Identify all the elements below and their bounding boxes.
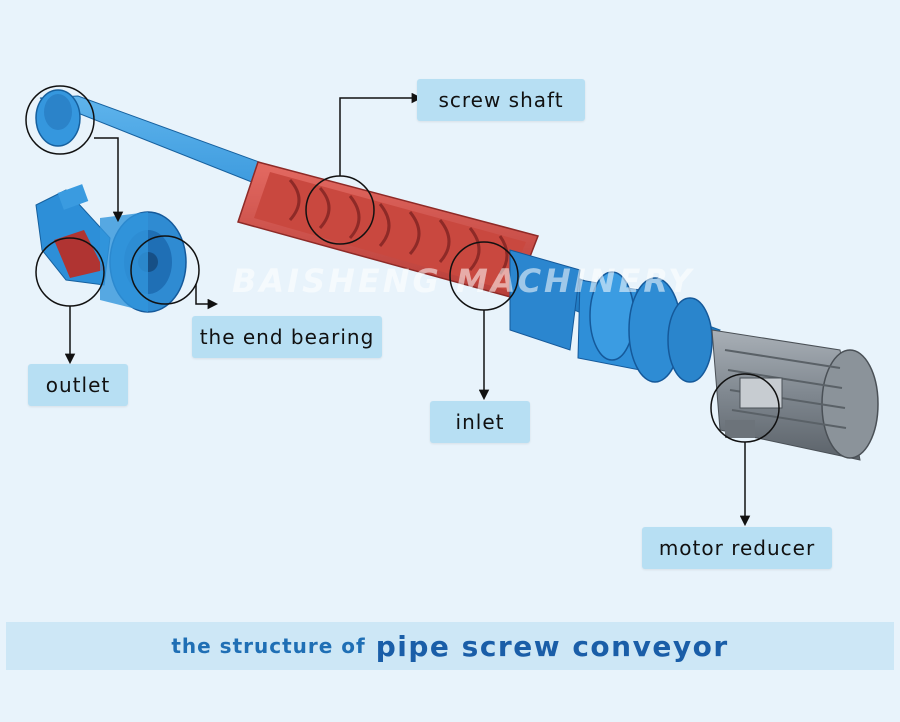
leader-end-bearing <box>195 284 219 310</box>
outlet-spout <box>35 184 111 286</box>
highlight-circle-pipe-end <box>25 85 95 155</box>
highlight-circle-end-bearing <box>130 235 200 305</box>
drive-housing <box>509 249 713 383</box>
caption-band: the structure of pipe screw conveyor <box>6 622 894 670</box>
label-outlet: outlet <box>28 364 128 406</box>
label-screw-shaft: screw shaft <box>417 79 585 121</box>
caption-prefix: the structure of <box>171 634 366 658</box>
inlet-trough <box>237 161 540 299</box>
end-bearing-flange <box>100 211 187 313</box>
label-end-bearing: the end bearing <box>192 316 382 358</box>
leader-pipe-to-bearing <box>94 137 124 223</box>
motor <box>711 329 879 461</box>
leader-screw-shaft <box>339 92 423 176</box>
label-motor-reducer: motor reducer <box>642 527 832 569</box>
caption-title: pipe screw conveyor <box>375 629 729 663</box>
label-inlet: inlet <box>430 401 530 443</box>
